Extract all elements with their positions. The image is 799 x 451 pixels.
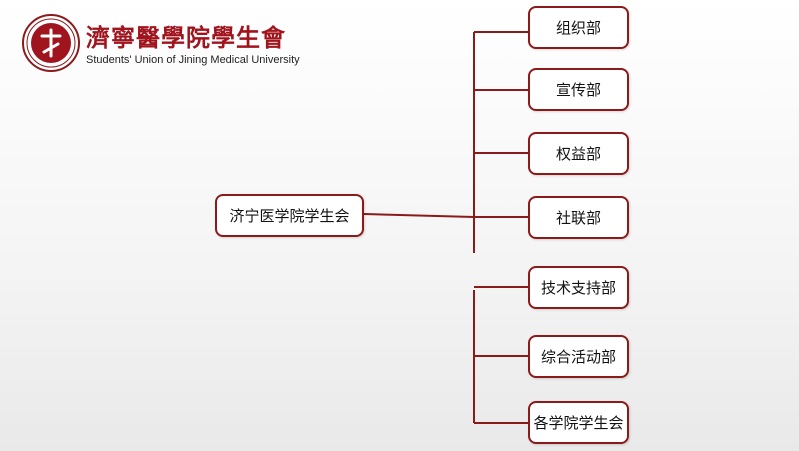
dept-node-rights: 权益部 [528, 132, 629, 175]
dept-node-publicity: 宣传部 [528, 68, 629, 111]
emblem-graphic [26, 18, 76, 68]
dept-node-organization: 组织部 [528, 6, 629, 49]
dept-node-club-liaison: 社联部 [528, 196, 629, 239]
root-node: 济宁医学院学生会 [215, 194, 364, 237]
root-connector-line [363, 213, 475, 218]
union-emblem-icon [22, 14, 80, 72]
union-title: 濟寧醫學院學生會 [86, 23, 286, 52]
dept-node-tech-support: 技术支持部 [528, 266, 629, 309]
dept-node-college-unions: 各学院学生会 [528, 401, 629, 444]
dept-node-activities: 综合活动部 [528, 335, 629, 378]
union-subtitle: Students' Union of Jining Medical Univer… [86, 54, 300, 66]
union-logo-block: 濟寧醫學院學生會 Students' Union of Jining Medic… [22, 14, 300, 72]
